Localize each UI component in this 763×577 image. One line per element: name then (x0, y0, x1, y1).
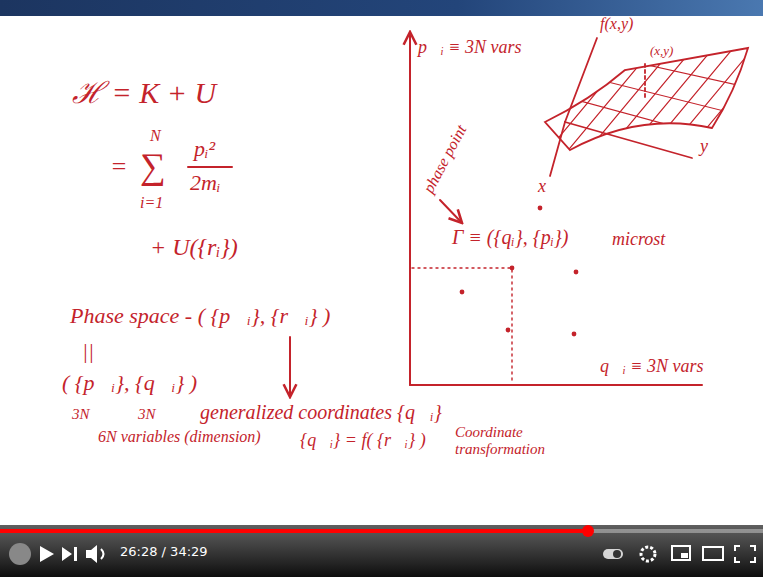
phase-dot (538, 206, 543, 211)
volume-wave (101, 549, 104, 559)
toggle-knob (613, 550, 621, 558)
video-controls (0, 525, 763, 577)
axis-label: f(x,y) (600, 15, 633, 33)
settings-icon (641, 547, 655, 561)
surface-outline (545, 48, 748, 150)
pointer-arrow (289, 337, 291, 397)
surface-hatch (540, 40, 763, 160)
next-icon (62, 547, 77, 561)
q-axis (410, 384, 702, 386)
fraction-term: pᵢ² (194, 136, 215, 161)
phase-dot (574, 270, 579, 275)
play-icon (40, 546, 54, 562)
axis-label: (x,y) (650, 44, 673, 59)
progress-track (0, 529, 763, 533)
miniplayer-inner (681, 553, 688, 558)
note: generalized coordinates {q⃗ᵢ} (200, 401, 442, 424)
player-bar (0, 525, 763, 577)
phase-dot (572, 332, 577, 337)
note: microst (612, 229, 665, 250)
fullscreen-icon (735, 546, 755, 562)
axis-label: y (700, 136, 708, 157)
phase-dots (460, 206, 579, 337)
equation: ℋ = K + U (72, 76, 216, 111)
axis-label: q⃗ᵢ ≡ 3N vars (600, 356, 704, 377)
theater-icon (703, 547, 723, 560)
equation: + U({rᵢ}) (150, 234, 238, 262)
definition: ( {p⃗ᵢ}, {q⃗ᵢ} ) (62, 370, 197, 395)
fraction-bar (188, 166, 232, 168)
toggle-icon (603, 549, 623, 559)
volume-icon (86, 545, 97, 563)
axis-label: x (538, 176, 546, 197)
axis-label: p⃗ᵢ ≡ 3N vars (418, 37, 522, 58)
fraction-term: 2mᵢ (190, 170, 220, 195)
dotted-guide (511, 270, 512, 383)
dotted-guide (412, 267, 510, 268)
miniplayer-icon (672, 546, 690, 560)
equals-sign: || (82, 338, 94, 363)
progress-fill (0, 529, 588, 533)
sum-limit: N (150, 127, 161, 145)
definition: Phase space - ( {p⃗ᵢ}, {r⃗ᵢ} ) (70, 303, 330, 328)
equation: {q⃗ᵢ} = f( {r⃗ᵢ} ) (300, 430, 426, 451)
time-readout: 26:28 / 34:29 (120, 545, 208, 560)
surface-sketch (540, 38, 763, 176)
sum-limit: i=1 (140, 194, 163, 212)
progress-knob (582, 525, 594, 537)
note: 6N variables (dimension) (98, 428, 261, 446)
p-axis (409, 32, 411, 385)
equation: = (110, 152, 128, 182)
state-label: Γ ≡ ({qᵢ}, {pᵢ}) (452, 226, 569, 249)
callout-label: phase point (420, 122, 471, 196)
header-band (0, 0, 763, 16)
pointer-arrow (440, 200, 462, 223)
phase-dot (510, 266, 515, 271)
note: Coordinate transformation (455, 424, 567, 459)
count-note: 3N (138, 406, 156, 423)
count-note: 3N (72, 406, 90, 423)
drop-line (644, 64, 646, 98)
phase-dot (506, 328, 511, 333)
sum-symbol: ∑ (140, 146, 166, 187)
channel-logo (9, 543, 31, 565)
phase-dot (460, 290, 465, 295)
